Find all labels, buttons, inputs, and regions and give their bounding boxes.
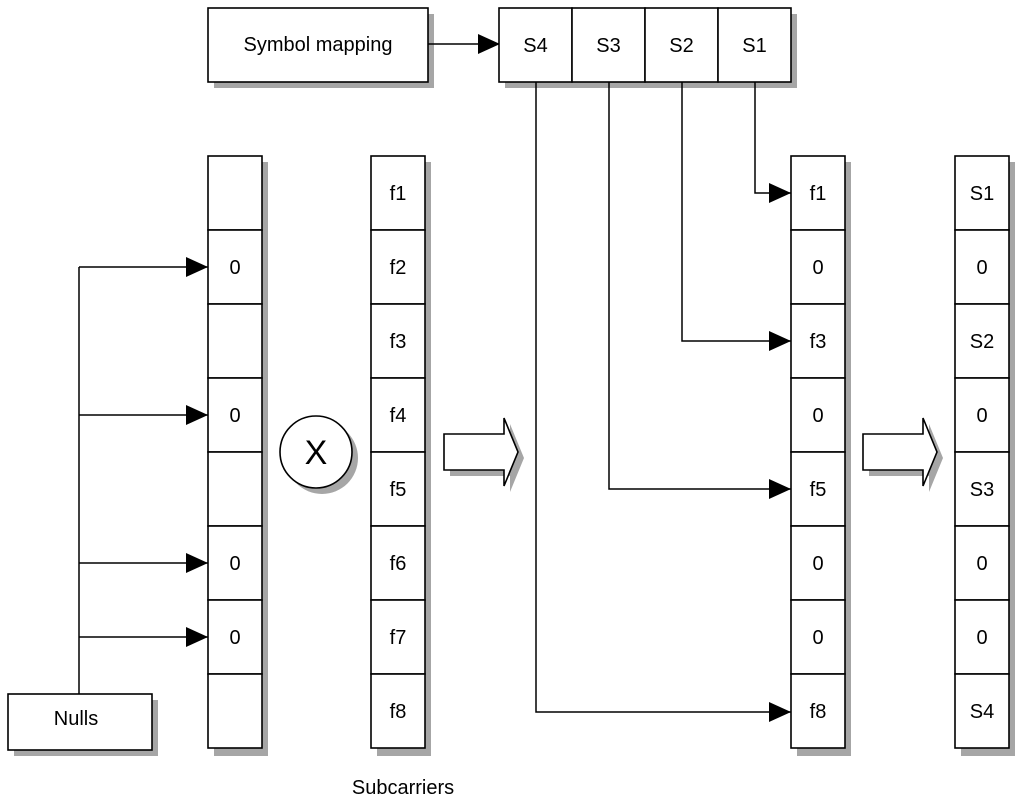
nulls-label: Nulls xyxy=(54,708,98,730)
subcarrier-cell: f7 xyxy=(370,599,426,675)
s1-route xyxy=(754,82,791,203)
mapped-cell-label: f8 xyxy=(810,701,827,723)
s4-route xyxy=(535,82,791,722)
subcarrier-cell-label: f8 xyxy=(390,701,407,723)
symbol-cell: S3 xyxy=(571,7,646,83)
mapped-cell: 0 xyxy=(790,525,846,601)
mapped-cell: 0 xyxy=(790,599,846,675)
subcarrier-cell-label: f3 xyxy=(390,331,407,353)
multiply-icon: X xyxy=(305,434,328,472)
symbol-cell-label: S1 xyxy=(742,35,766,57)
output-cell-label: S3 xyxy=(970,479,994,501)
output-cell: S3 xyxy=(954,451,1010,527)
mapped-cell: 0 xyxy=(790,229,846,305)
null-cell: 0 xyxy=(207,599,263,675)
output-cell-label: 0 xyxy=(976,553,987,575)
mapped-cell-label: 0 xyxy=(812,553,823,575)
null-cell: 0 xyxy=(207,229,263,305)
mapped-cell-label: 0 xyxy=(812,257,823,279)
subcarrier-cell-label: f6 xyxy=(390,553,407,575)
null-cell: 0 xyxy=(207,377,263,453)
output-cell: 0 xyxy=(954,377,1010,453)
mapped-cell: f8 xyxy=(790,673,846,749)
subcarriers-label: Subcarriers xyxy=(352,777,454,799)
symbol-cell: S1 xyxy=(717,7,792,83)
symbol-cell-label: S4 xyxy=(523,35,547,57)
output-cell-label: S1 xyxy=(970,183,994,205)
symbol-cell: S2 xyxy=(644,7,719,83)
output-cell: S2 xyxy=(954,303,1010,379)
mapped-cell-label: f5 xyxy=(810,479,827,501)
mapped-cell: 0 xyxy=(790,377,846,453)
multiply-operator: X xyxy=(279,415,358,494)
null-cell xyxy=(207,673,263,749)
subcarrier-cell-label: f2 xyxy=(390,257,407,279)
mapped-cell-label: 0 xyxy=(812,405,823,427)
subcarrier-cell: f1 xyxy=(370,155,426,231)
symbol-mapping-label: Symbol mapping xyxy=(244,34,393,56)
null-feed-lines xyxy=(78,257,208,694)
null-cell-label: 0 xyxy=(229,257,240,279)
output-cell: S4 xyxy=(954,673,1010,749)
output-cell-label: 0 xyxy=(976,405,987,427)
mapped-cell-label: 0 xyxy=(812,627,823,649)
s3-route xyxy=(608,82,791,499)
symbol-mapping-block: Symbol mapping xyxy=(207,7,434,88)
subcarrier-cell: f2 xyxy=(370,229,426,305)
mapped-cell: f5 xyxy=(790,451,846,527)
subcarrier-cell-label: f5 xyxy=(390,479,407,501)
subcarrier-cell: f4 xyxy=(370,377,426,453)
subcarrier-cell: f8 xyxy=(370,673,426,749)
mapped-cell: f3 xyxy=(790,303,846,379)
subcarrier-cell: f5 xyxy=(370,451,426,527)
null-cell xyxy=(207,451,263,527)
block-arrow-2 xyxy=(862,417,943,492)
output-cell: 0 xyxy=(954,229,1010,305)
mapped-cell: f1 xyxy=(790,155,846,231)
mapped-column: f1 0 f3 0 f5 0 0 f8 xyxy=(790,155,851,756)
null-cell-label: 0 xyxy=(229,405,240,427)
null-cell xyxy=(207,303,263,379)
symbol-cell-label: S3 xyxy=(596,35,620,57)
nulls-block: Nulls xyxy=(7,693,158,756)
null-cell: 0 xyxy=(207,525,263,601)
subcarrier-cell-label: f7 xyxy=(390,627,407,649)
subcarrier-cell: f3 xyxy=(370,303,426,379)
output-cell: 0 xyxy=(954,599,1010,675)
output-cell-label: 0 xyxy=(976,257,987,279)
null-column: 0 0 0 0 xyxy=(207,155,268,756)
subcarrier-cell-label: f4 xyxy=(390,405,407,427)
mapped-cell-label: f3 xyxy=(810,331,827,353)
subcarrier-cell-label: f1 xyxy=(390,183,407,205)
symbol-row: S4 S3 S2 S1 xyxy=(498,7,797,88)
subcarrier-column: f1 f2 f3 f4 f5 f6 f7 f8 xyxy=(370,155,431,756)
symbol-cell-label: S2 xyxy=(669,35,693,57)
null-cell-label: 0 xyxy=(229,553,240,575)
block-arrow-1 xyxy=(443,417,524,492)
symbol-routing-lines xyxy=(535,82,791,722)
output-cell: S1 xyxy=(954,155,1010,231)
symbol-cell: S4 xyxy=(498,7,573,83)
null-cell xyxy=(207,155,263,231)
output-cell-label: S4 xyxy=(970,701,994,723)
output-cell: 0 xyxy=(954,525,1010,601)
output-cell-label: 0 xyxy=(976,627,987,649)
null-cell-label: 0 xyxy=(229,627,240,649)
mapped-cell-label: f1 xyxy=(810,183,827,205)
s2-route xyxy=(681,82,791,351)
subcarrier-cell: f6 xyxy=(370,525,426,601)
output-cell-label: S2 xyxy=(970,331,994,353)
